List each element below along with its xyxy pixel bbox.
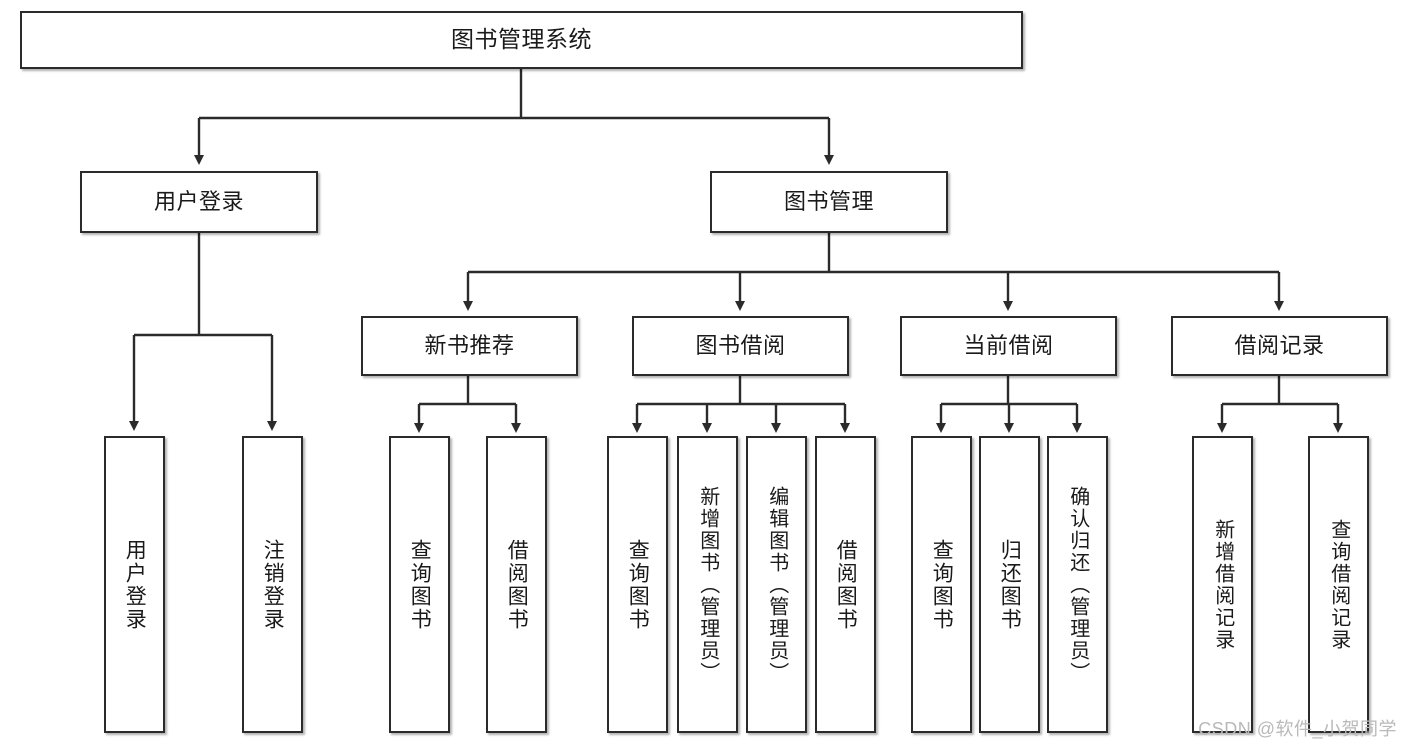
node-leaf-cur-confirm[interactable]: 确认归还（管理员） [1047, 436, 1108, 733]
node-leaf-borrow-edit[interactable]: 编辑图书（管理员） [746, 436, 807, 733]
node-leaf-user-login[interactable]: 用户登录 [104, 436, 165, 733]
node-leaf-rec-borrow[interactable]: 借阅图书 [486, 436, 547, 733]
node-current-borrow-label: 当前借阅 [963, 332, 1054, 358]
node-leaf-cur-confirm-label: 确认归还（管理员） [1066, 485, 1089, 684]
node-user-login[interactable]: 用户登录 [80, 171, 318, 233]
node-book-manage[interactable]: 图书管理 [710, 171, 948, 233]
node-root[interactable]: 图书管理系统 [20, 11, 1023, 69]
node-leaf-cur-query-label: 查询图书 [930, 538, 954, 631]
node-new-book-rec[interactable]: 新书推荐 [361, 316, 578, 376]
node-borrow-record-label: 借阅记录 [1234, 332, 1325, 358]
node-leaf-cur-query[interactable]: 查询图书 [911, 436, 972, 733]
node-leaf-borrow-query-label: 查询图书 [626, 538, 650, 631]
node-leaf-cur-return-label: 归还图书 [998, 538, 1022, 631]
node-leaf-borrow-add[interactable]: 新增图书（管理员） [677, 436, 738, 733]
node-leaf-borrow-add-label: 新增图书（管理员） [696, 485, 719, 684]
node-book-borrow[interactable]: 图书借阅 [632, 316, 849, 376]
node-current-borrow[interactable]: 当前借阅 [900, 316, 1117, 376]
node-leaf-rec-query-label: 查询图书 [408, 538, 432, 631]
node-leaf-rec-query2[interactable]: 查询借阅记录 [1308, 436, 1369, 733]
node-leaf-borrow-query[interactable]: 查询图书 [607, 436, 668, 733]
node-leaf-cur-return[interactable]: 归还图书 [979, 436, 1040, 733]
node-leaf-rec-add-label: 新增借阅记录 [1211, 518, 1234, 651]
node-borrow-record[interactable]: 借阅记录 [1171, 316, 1388, 376]
node-leaf-rec-borrow-label: 借阅图书 [505, 538, 529, 631]
node-leaf-borrow-lend[interactable]: 借阅图书 [815, 436, 876, 733]
watermark: CSDN @软件_小贺同学 [1198, 719, 1397, 739]
node-new-book-rec-label: 新书推荐 [424, 332, 515, 358]
node-root-label: 图书管理系统 [451, 26, 592, 53]
node-leaf-rec-add[interactable]: 新增借阅记录 [1192, 436, 1253, 733]
node-leaf-rec-query2-label: 查询借阅记录 [1327, 518, 1350, 651]
node-book-manage-label: 图书管理 [783, 188, 874, 214]
node-leaf-user-logout[interactable]: 注销登录 [242, 436, 303, 733]
node-leaf-rec-query[interactable]: 查询图书 [389, 436, 450, 733]
node-leaf-user-login-label: 用户登录 [123, 538, 147, 631]
node-user-login-label: 用户登录 [153, 188, 244, 214]
node-book-borrow-label: 图书借阅 [695, 332, 786, 358]
node-leaf-borrow-edit-label: 编辑图书（管理员） [765, 485, 788, 684]
node-leaf-user-logout-label: 注销登录 [261, 538, 285, 631]
node-leaf-borrow-lend-label: 借阅图书 [834, 538, 858, 631]
